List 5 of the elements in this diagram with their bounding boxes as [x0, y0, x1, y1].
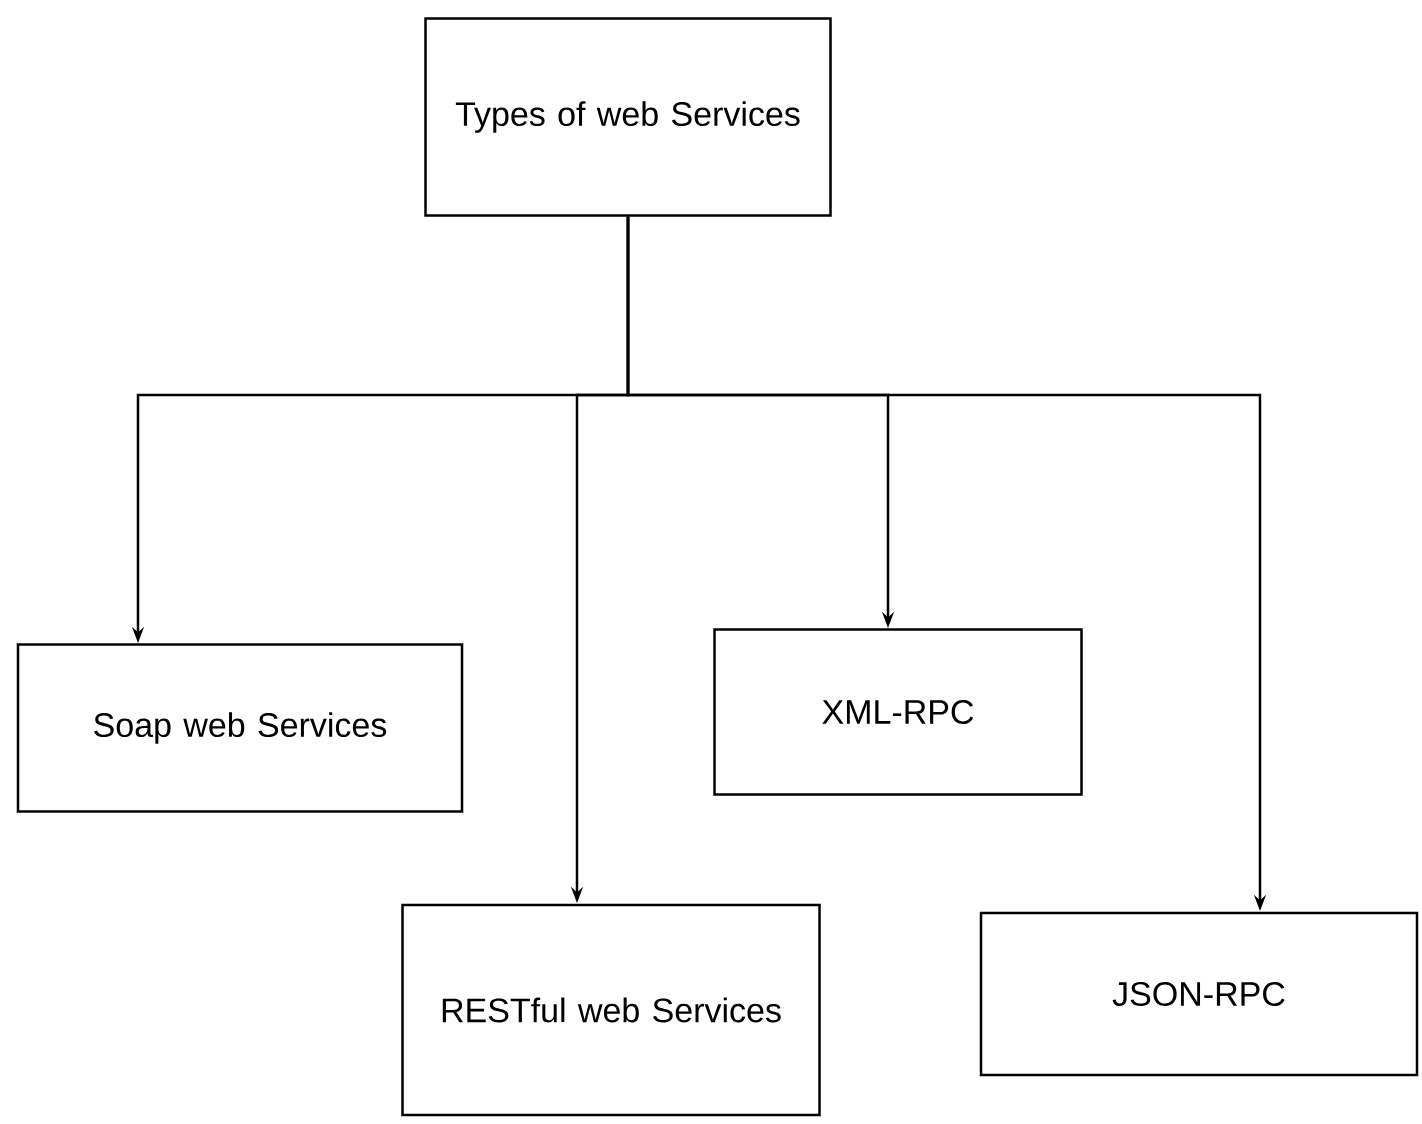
box: Types of web Services: [424, 17, 832, 217]
box: Soap web Services: [16, 643, 464, 813]
box: RESTful web Services: [401, 903, 821, 1117]
box: XML-RPC: [713, 628, 1083, 796]
box: JSON-RPC: [979, 911, 1419, 1077]
